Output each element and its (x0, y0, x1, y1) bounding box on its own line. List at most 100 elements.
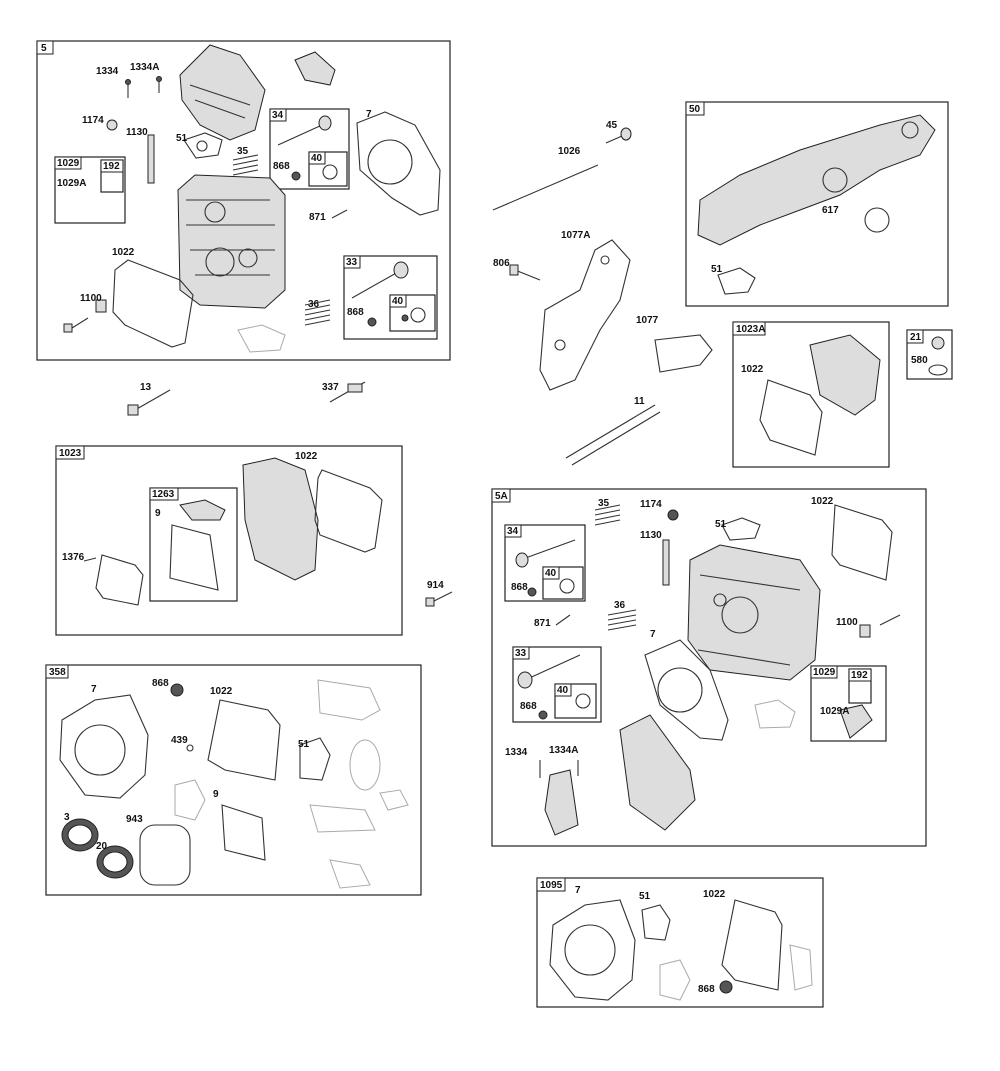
part-label: 868 (520, 701, 537, 712)
part-label: 1022 (295, 451, 318, 462)
part-label: 11 (634, 396, 645, 407)
push-rod-drawing (492, 127, 632, 211)
part-label: 943 (126, 814, 143, 825)
group-tag: 1023 (59, 448, 82, 459)
valve-cover-gasket-drawing (112, 259, 194, 348)
group-tag: 1029 (813, 667, 836, 678)
part-label: 1334 (505, 747, 528, 758)
part-label: 35 (598, 498, 610, 509)
group-34: 34 40 (269, 108, 350, 190)
part-label: 36 (614, 600, 626, 611)
part-label: 868 (152, 678, 169, 689)
group-50: 50 (685, 101, 949, 307)
group-1023a: 1023A (732, 321, 890, 468)
bracket-drawing (509, 239, 713, 466)
part-label: 871 (534, 618, 551, 629)
valve-drawing (277, 115, 426, 327)
group-tag: 33 (346, 257, 358, 268)
group-33: 33 40 (343, 255, 438, 340)
group-tag: 5 (41, 43, 47, 54)
part-label: 1334A (130, 62, 159, 73)
cover-shroud-drawing (179, 44, 336, 141)
group-1023: 1023 1263 (55, 445, 403, 636)
part-label: 1130 (640, 530, 662, 541)
part-label: 9 (155, 508, 161, 519)
part-label: 1029A (57, 178, 86, 189)
group-5a: 5A 34 40 33 40 1029 192 (491, 488, 927, 847)
part-label: 868 (273, 161, 290, 172)
group-tag: 358 (49, 667, 66, 678)
gasket-set-drawing (59, 679, 409, 889)
group-tag: 1023A (736, 324, 765, 335)
part-label: 7 (575, 885, 581, 896)
cylinder-head-5a-drawing (687, 544, 821, 681)
part-label: 7 (91, 684, 97, 695)
group-1029: 1029 192 (54, 156, 126, 224)
group-1095: 1095 (536, 877, 824, 1008)
group-tag: 1263 (152, 489, 175, 500)
gasket-set-1095-drawing (549, 899, 813, 1001)
cylinder-head-drawing (177, 174, 286, 309)
part-label: 871 (309, 212, 326, 223)
bolt-drawing (63, 209, 348, 353)
part-label: 868 (511, 582, 528, 593)
part-label: 1022 (210, 686, 233, 697)
part-label: 1376 (62, 552, 85, 563)
group-tag: 34 (272, 110, 284, 121)
screws-drawing (106, 76, 162, 184)
part-label: 45 (606, 120, 618, 131)
part-label: 806 (493, 258, 510, 269)
group-tag: 34 (507, 526, 519, 537)
part-label: 1022 (741, 364, 764, 375)
part-label: 51 (298, 739, 310, 750)
part-label: 580 (911, 355, 928, 366)
part-label: 914 (427, 580, 444, 591)
valve-spring-drawing (232, 154, 331, 326)
manifold-drawing (697, 114, 936, 295)
part-label: 1334A (549, 745, 578, 756)
part-label: 1130 (126, 127, 148, 138)
group-tag: 1029 (57, 158, 80, 169)
valve-cover-1023-drawing (83, 457, 453, 607)
group-tag: 40 (311, 153, 323, 164)
group-tag: 40 (557, 685, 569, 696)
group-tag: 5A (495, 491, 508, 502)
part-label: 7 (650, 629, 656, 640)
group-tag: 40 (392, 296, 404, 307)
part-label: 51 (711, 264, 723, 275)
group-tag: 50 (689, 104, 701, 115)
part-label: 1174 (640, 499, 662, 510)
group-358: 358 (45, 664, 422, 896)
part-label: 36 (308, 299, 320, 310)
group-tag: 40 (545, 568, 557, 579)
group-tag: 192 (851, 670, 868, 681)
part-label: 1022 (811, 496, 834, 507)
part-label: 1100 (836, 617, 858, 628)
part-label: 20 (96, 841, 108, 852)
dipstick-cap-drawing (928, 336, 948, 376)
part-label: 1026 (558, 146, 581, 157)
callout-labels: 1334 1334A 1174 1130 51 35 868 7 1029A 8… (57, 62, 928, 995)
part-label: 1174 (82, 115, 104, 126)
part-label: 1022 (703, 889, 726, 900)
part-label: 617 (822, 205, 839, 216)
part-label: 3 (64, 812, 70, 823)
parts-5a-drawing (515, 504, 901, 836)
part-label: 868 (347, 307, 364, 318)
loose-parts-drawing (127, 381, 366, 416)
part-label: 1077 (636, 315, 659, 326)
group-tag: 21 (910, 332, 922, 343)
part-label: 1100 (80, 293, 102, 304)
part-label: 1029A (820, 706, 849, 717)
part-label: 1022 (112, 247, 135, 258)
part-label: 13 (140, 382, 152, 393)
head-gasket-drawing (356, 111, 441, 216)
part-label: 51 (176, 133, 188, 144)
part-label: 337 (322, 382, 339, 393)
part-label: 1077A (561, 230, 590, 241)
part-label: 51 (639, 891, 651, 902)
small-gasket-drawing (183, 132, 223, 159)
group-tag: 192 (103, 161, 120, 172)
part-label: 7 (366, 109, 372, 120)
